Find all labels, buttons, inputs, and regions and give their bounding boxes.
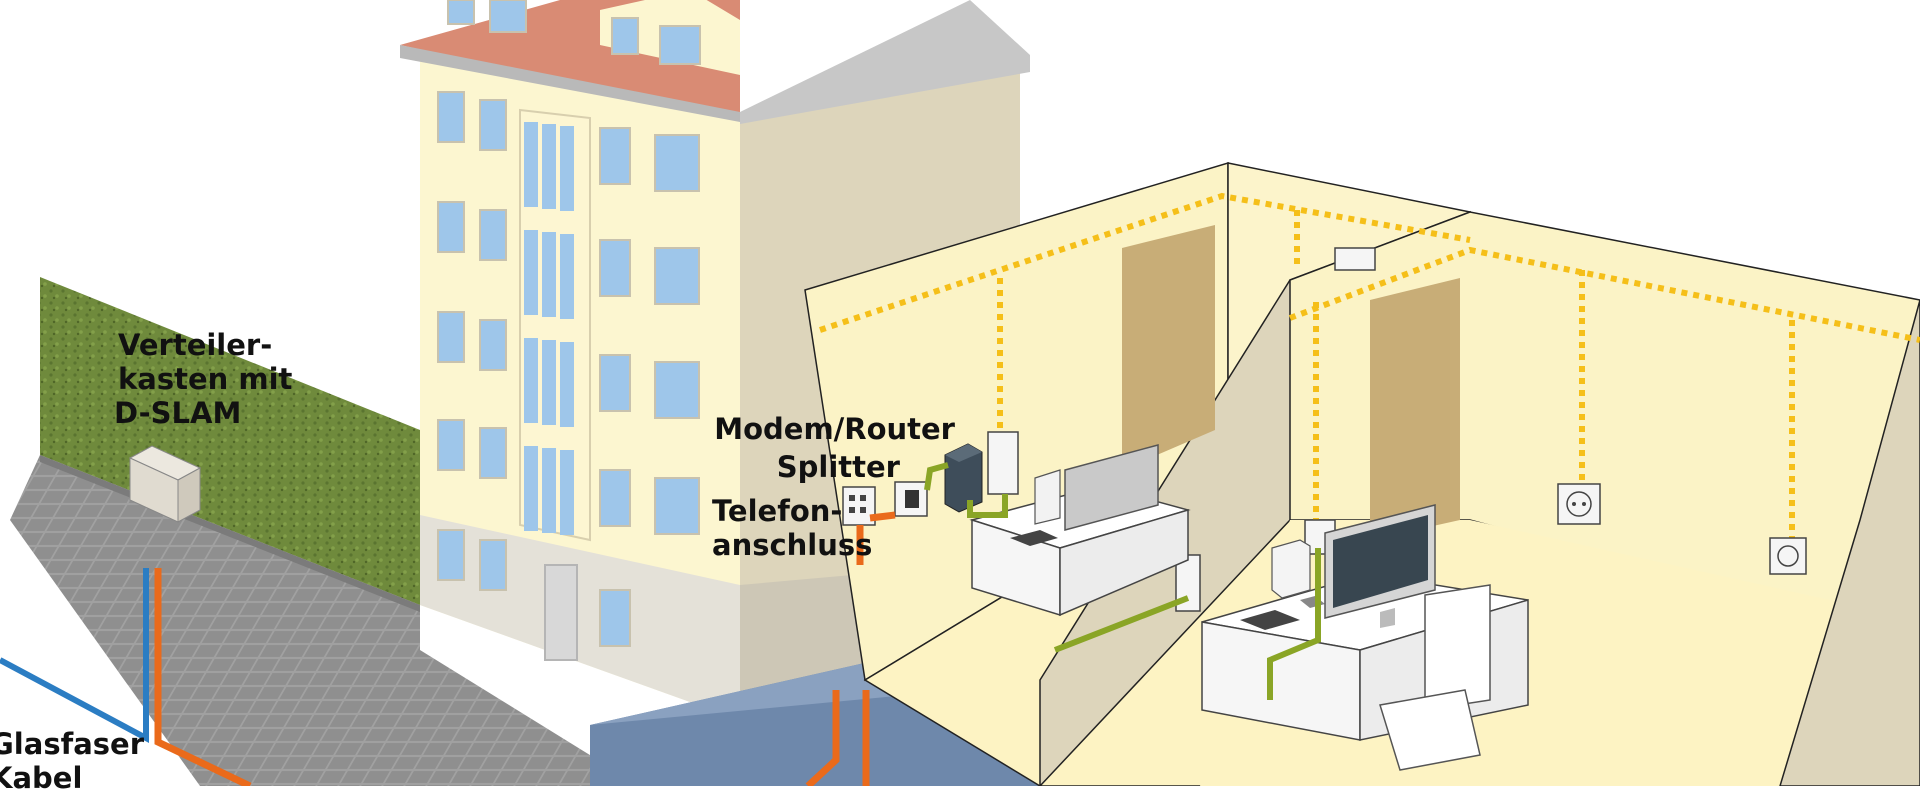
label-telefonanschluss-line1: Telefon-	[712, 494, 843, 528]
roof-edge-front	[400, 45, 740, 122]
label-splitter: Splitter	[776, 450, 900, 484]
entrance-door	[544, 564, 578, 661]
building-windows	[437, 0, 701, 647]
lan-cable	[924, 462, 1321, 700]
power-outlet-icon	[1557, 483, 1601, 525]
monitor-icon	[1324, 504, 1436, 628]
router-icon	[944, 443, 983, 513]
label-verteilerkasten-line3: D-SLAM	[114, 396, 242, 430]
label-glasfaser-kabel: Glasfaser Kabel	[0, 727, 144, 795]
copper-cable	[154, 511, 896, 786]
label-verteilerkasten-line2: kasten mit	[118, 362, 293, 396]
splitter-icon	[894, 481, 928, 517]
label-modem-router: Modem/Router	[714, 412, 955, 446]
phone-socket-icon	[842, 486, 876, 526]
label-glasfaser-line1: Glasfaser	[0, 727, 144, 761]
monitor-icon	[1034, 444, 1159, 531]
roof-edge-side	[740, 0, 1030, 124]
stairwell	[519, 108, 591, 542]
label-telefonanschluss-line2: anschluss	[712, 528, 873, 562]
printer	[1271, 539, 1311, 599]
door-room2	[1370, 278, 1460, 540]
grass-hedge	[40, 277, 420, 605]
door-room1	[1122, 225, 1215, 470]
distribution-box-icon	[128, 445, 202, 523]
label-telefonanschluss: Telefon- anschluss	[712, 494, 872, 562]
label-verteilerkasten-line1: Verteiler-	[118, 328, 273, 362]
office-chair	[1379, 584, 1491, 771]
stairwell-windows	[524, 122, 574, 535]
powerline-wiring	[819, 192, 1920, 560]
label-glasfaser-line2: Kabel	[0, 761, 83, 795]
power-outlet-icon	[1769, 537, 1807, 575]
fiber-cable	[0, 568, 149, 744]
label-verteilerkasten: Verteiler- kasten mit D-SLAM	[114, 328, 293, 430]
room-right-cut-wall	[1779, 299, 1920, 786]
sidewalk	[10, 455, 640, 786]
